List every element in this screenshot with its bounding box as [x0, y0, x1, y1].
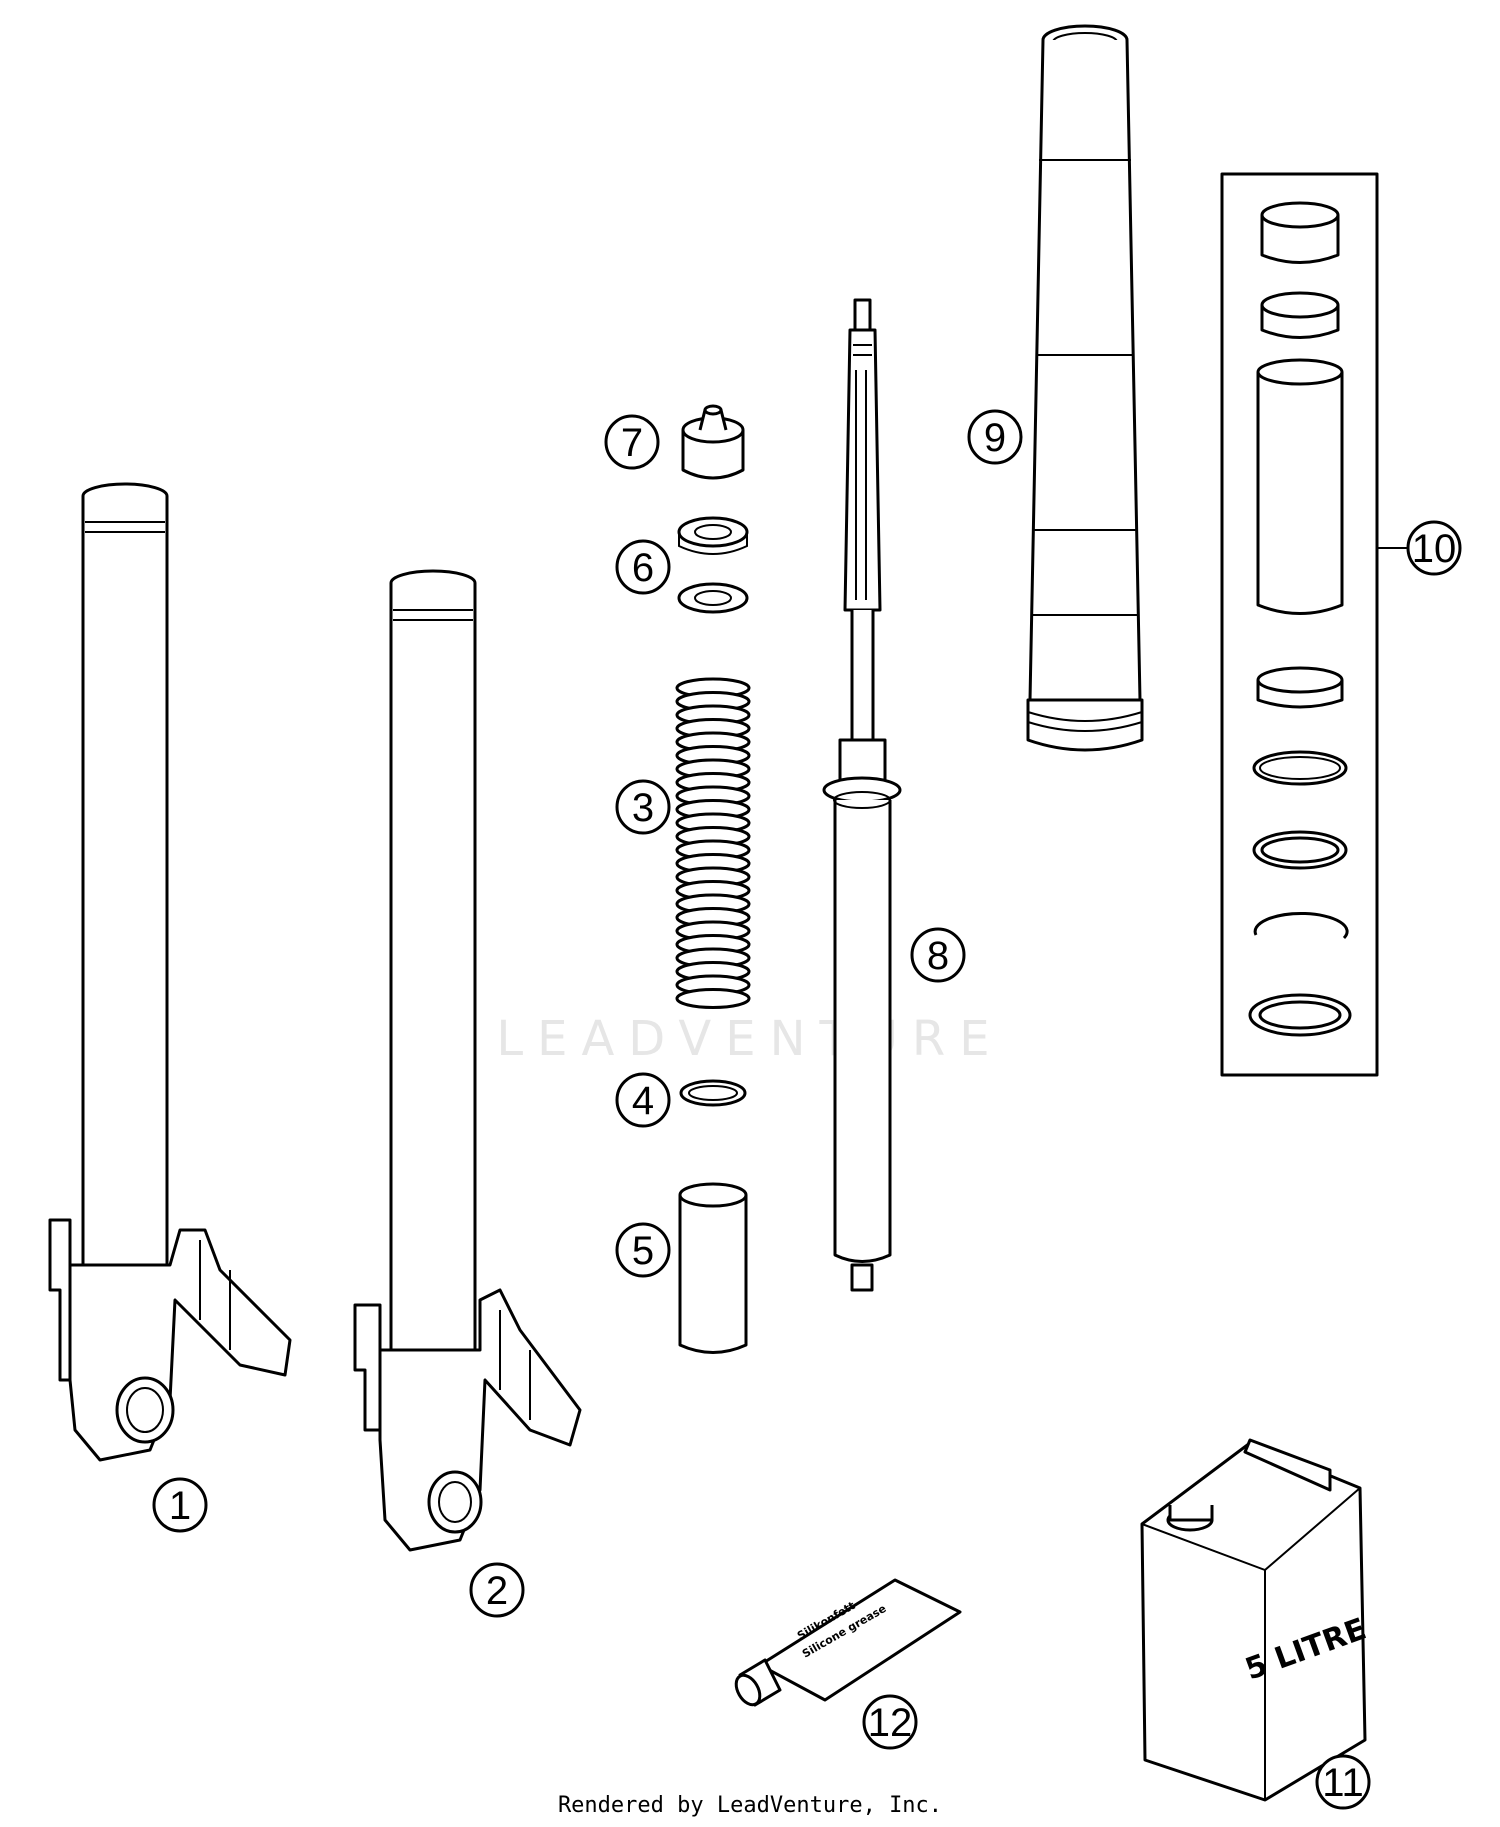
- callout-circle: [1315, 1754, 1371, 1810]
- seal-kit-box: [1220, 172, 1379, 1077]
- callout-number: 9: [984, 416, 1006, 460]
- damper-cartridge: [822, 298, 902, 1292]
- callout-circle: [615, 1072, 671, 1128]
- callout-number: 8: [927, 934, 949, 978]
- callout-circle: [469, 1562, 525, 1618]
- fork-leg-right: [353, 569, 582, 1552]
- ring: [679, 1079, 747, 1107]
- callout-circle: [862, 1694, 918, 1750]
- spring-coil: [675, 988, 751, 1009]
- callout-circle: [615, 779, 671, 835]
- fork-cap: [681, 404, 745, 480]
- callout-5: 5: [615, 1222, 671, 1278]
- washers: [677, 516, 749, 614]
- grease-tube: Silikonfett Silicone grease: [734, 1578, 962, 1707]
- callout-4: 4: [615, 1072, 671, 1128]
- footer-credit: Rendered by LeadVenture, Inc.: [558, 1793, 942, 1818]
- callout-6: 6: [615, 539, 671, 595]
- callout-7: 7: [604, 414, 660, 470]
- callout-number: 6: [632, 546, 654, 590]
- callout-number: 3: [632, 786, 654, 830]
- callout-number: 7: [621, 421, 643, 465]
- callout-circle: [615, 539, 671, 595]
- oil-can: 5 LITRE: [1140, 1438, 1371, 1802]
- callout-circle: [967, 409, 1023, 465]
- callout-2: 2: [469, 1562, 525, 1618]
- callout-circle: [604, 414, 660, 470]
- callout-1: 1: [152, 1477, 208, 1533]
- callout-8: 8: [910, 927, 966, 983]
- callout-number: 2: [486, 1569, 508, 1613]
- callout-3: 3: [615, 779, 671, 835]
- callout-circle: [152, 1477, 208, 1533]
- callout-number: 12: [868, 1701, 913, 1745]
- callout-number: 4: [632, 1079, 654, 1123]
- watermark-text: LEADVENTURE: [496, 1011, 1003, 1067]
- spacer-tube: [678, 1182, 748, 1354]
- fork-leg-left: [48, 482, 292, 1462]
- fork-spring: [675, 677, 751, 1009]
- callout-9: 9: [967, 409, 1023, 465]
- callout-circle: [910, 927, 966, 983]
- callout-12: 12: [862, 1694, 918, 1750]
- callout-number: 11: [1322, 1761, 1364, 1805]
- callout-number: 10: [1412, 527, 1457, 571]
- callout-number: 1: [169, 1484, 191, 1528]
- callout-10: 10: [1406, 520, 1462, 576]
- callout-circle: [615, 1222, 671, 1278]
- callout-11: 11: [1315, 1754, 1371, 1810]
- callout-number: 5: [632, 1229, 654, 1273]
- outer-tube: [1026, 24, 1144, 752]
